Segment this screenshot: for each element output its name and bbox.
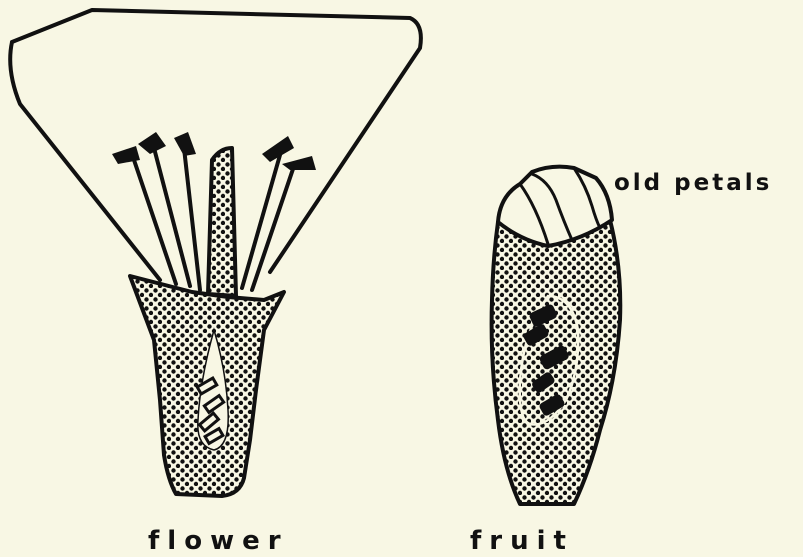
flower-label: flower: [148, 526, 289, 556]
flower-style: [208, 148, 236, 296]
fruit-label: fruit: [470, 526, 574, 556]
old-petals-label: old petals: [614, 170, 772, 196]
flower-drawing: [10, 10, 421, 496]
fruit-drawing: [492, 167, 621, 504]
